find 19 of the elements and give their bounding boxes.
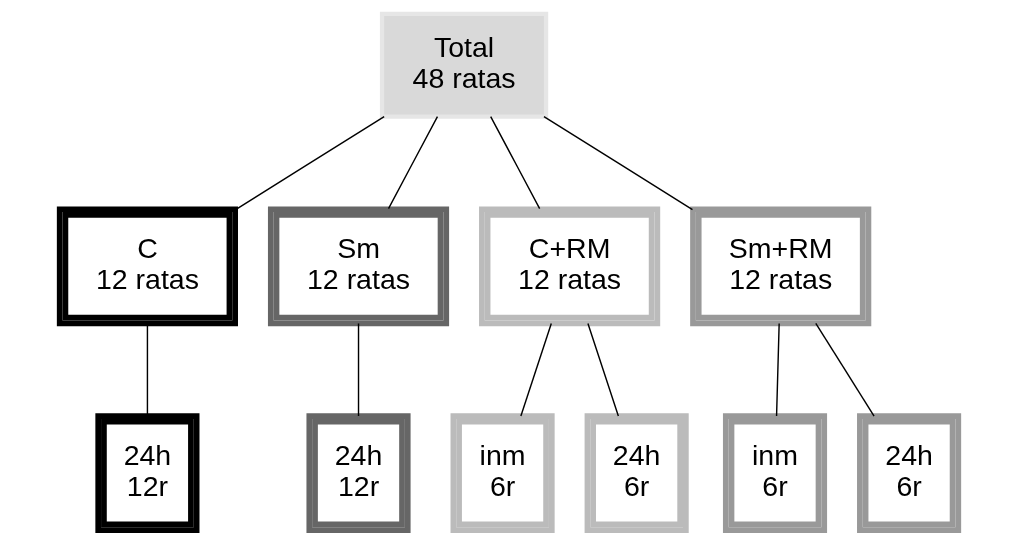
node-box: C+RM 12 ratas: [478, 206, 660, 327]
node-box: Sm+RM 12 ratas: [689, 206, 871, 327]
node-box: inm 6r: [450, 413, 555, 534]
connector: [586, 322, 619, 417]
node-box: 24h 12r: [305, 413, 411, 534]
node-box: 24h 6r: [856, 413, 961, 534]
connector: [489, 115, 540, 210]
node-box: Sm 12 ratas: [267, 206, 449, 327]
connector: [387, 115, 438, 210]
node-box: inm 6r: [722, 413, 827, 534]
node-box: Total 48 ratas: [379, 11, 548, 119]
connector: [775, 322, 780, 417]
connector: [814, 322, 875, 417]
node-box: C 12 ratas: [56, 206, 238, 327]
connector: [357, 322, 359, 417]
connector: [542, 115, 693, 211]
node-box: 24h 12r: [94, 413, 199, 534]
node-box: 24h 6r: [584, 413, 689, 534]
connector: [519, 322, 552, 417]
